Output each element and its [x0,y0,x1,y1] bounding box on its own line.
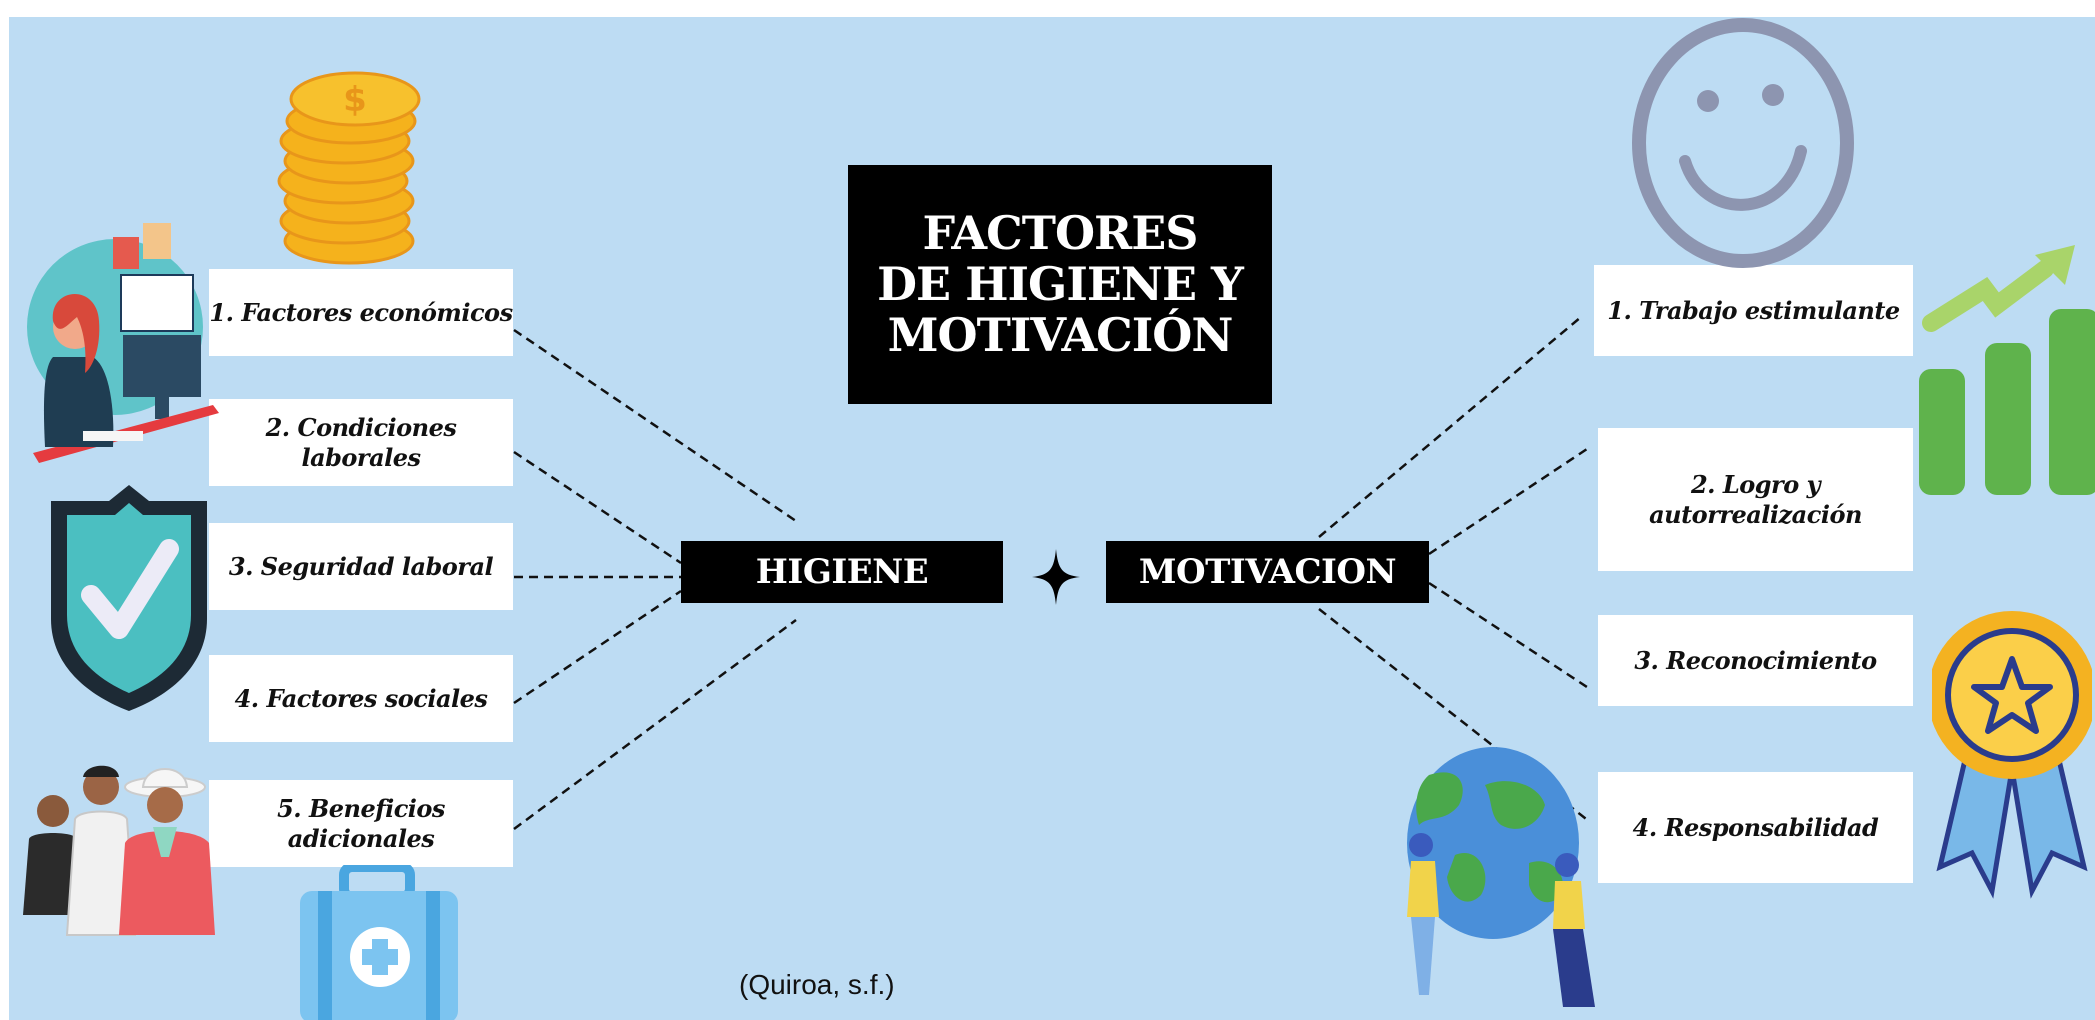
motivation-item-1: 1. Trabajo estimulante [1594,265,1913,356]
motivation-item-2-line-2: autorrealización [1649,499,1862,529]
svg-text:$: $ [343,80,367,120]
coin-stack-icon: $ [277,71,421,265]
hygiene-item-1: 1. Factores económicos [209,269,513,356]
hygiene-item-3: 3. Seguridad laboral [209,523,513,610]
sparkle-icon [1032,549,1080,605]
motivation-item-2-line-1: 2. Logro y [1690,469,1821,499]
hygiene-item-4: 4. Factores sociales [209,655,513,742]
shield-check-icon [51,485,207,711]
title-line-2: DE HIGIENE Y [877,257,1244,311]
connector-hygiene-5 [513,618,797,831]
connector-motivation-2 [1428,445,1591,556]
hygiene-item-5: 5. Beneficios adicionales [209,780,513,867]
motivation-item-2: 2. Logro y autorrealización [1598,428,1913,571]
growth-chart-icon [1919,245,2095,495]
connector-hygiene-4 [513,589,682,705]
citation: (Quiroa, s.f.) [739,969,895,1000]
hygiene-item-2: 2. Condiciones laborales [209,399,513,486]
first-aid-kit-icon [300,865,458,1020]
title-box: FACTORES DE HIGIENE Y MOTIVACIÓN [848,165,1272,404]
motivation-hub: MOTIVACION [1106,541,1429,603]
connector-hygiene-1 [513,328,797,523]
award-ribbon-icon [1932,611,2092,899]
globe-people-icon [1407,747,1595,1007]
office-worker-icon [27,223,219,463]
connector-motivation-1 [1318,316,1582,538]
diagram-canvas: FACTORES DE HIGIENE Y MOTIVACIÓN HIGIENE… [9,17,2095,1020]
title-line-1: FACTORES [922,206,1198,260]
motivation-item-3: 3. Reconocimiento [1598,615,1913,706]
smiley-face-icon [1632,18,1854,268]
people-group-icon [23,765,215,936]
hygiene-hub: HIGIENE [681,541,1003,603]
motivation-item-4: 4. Responsabilidad [1598,772,1913,883]
connector-motivation-3 [1428,581,1591,691]
connector-hygiene-2 [513,450,682,565]
title-line-3: MOTIVACIÓN [887,308,1234,362]
